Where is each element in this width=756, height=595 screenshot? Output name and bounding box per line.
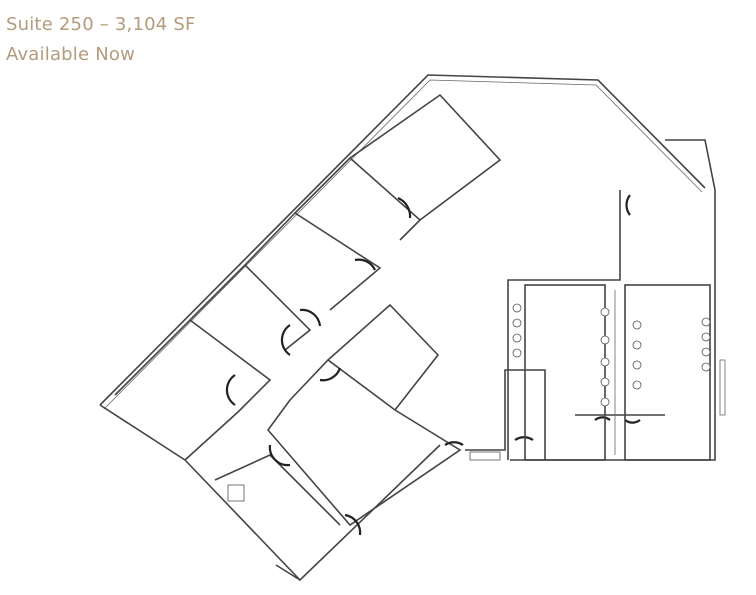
toilets [600, 307, 642, 407]
availability-status: Available Now [6, 44, 135, 65]
restroom-core [227, 190, 726, 502]
doors [225, 194, 641, 536]
suite-title: Suite 250 – 3,104 SF [6, 14, 196, 35]
offices [114, 93, 502, 527]
sinks [512, 303, 711, 372]
exterior-walls [99, 74, 716, 582]
